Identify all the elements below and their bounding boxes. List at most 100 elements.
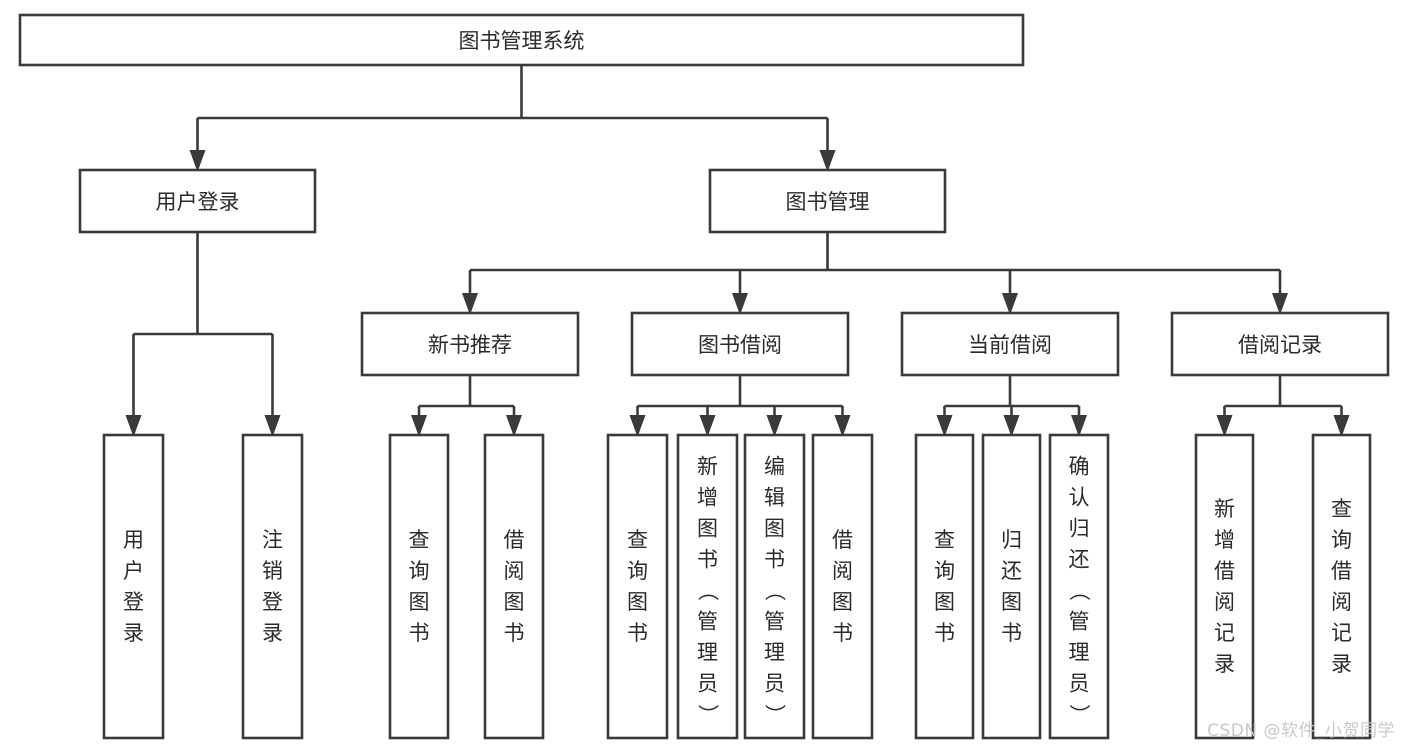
node-label-char: 借 (504, 528, 525, 552)
node-box[interactable] (743, 433, 806, 740)
node-label-char: 阅 (1331, 590, 1352, 614)
node-leaf-1[interactable]: 用户登录 (102, 433, 165, 740)
node-label-char: 用 (123, 528, 144, 552)
node-label-char: 管 (697, 610, 718, 634)
node-label-char: 归 (1001, 528, 1022, 552)
arrow-head-icon (1003, 415, 1020, 437)
node-label-char: 确 (1069, 455, 1090, 479)
node-label-char: ） (696, 704, 720, 725)
node-label-char: 询 (934, 559, 955, 583)
node-box[interactable] (606, 433, 669, 740)
node-box[interactable] (1194, 433, 1255, 740)
node-box[interactable] (708, 168, 947, 234)
node-box[interactable] (483, 433, 545, 740)
arrow-head-icon (1071, 415, 1087, 437)
node-label-char: 员 (1069, 672, 1090, 696)
node-box[interactable] (676, 433, 739, 740)
node-records[interactable]: 借阅记录 (1170, 311, 1390, 377)
arrow-head-icon (1333, 415, 1350, 437)
node-label-char: 查 (627, 528, 648, 552)
node-box[interactable] (78, 168, 317, 234)
node-label-char: 图 (409, 590, 430, 614)
node-label-char: 书 (764, 548, 785, 572)
node-label-char: 借 (1214, 559, 1235, 583)
node-label-char: 图 (504, 590, 525, 614)
node-box[interactable] (630, 311, 850, 377)
node-current[interactable]: 当前借阅 (900, 311, 1120, 377)
node-box[interactable] (1048, 433, 1110, 740)
node-box[interactable] (241, 433, 304, 740)
node-box[interactable] (1311, 433, 1372, 740)
node-label-char: 记 (1214, 621, 1235, 645)
node-label-char: 管 (1069, 610, 1090, 634)
node-borrow[interactable]: 图书借阅 (630, 311, 850, 377)
arrow-head-icon (125, 415, 142, 437)
arrow-head-icon (462, 293, 478, 315)
node-label-char: ） (1067, 704, 1091, 725)
node-box[interactable] (388, 433, 450, 740)
arrow-head-icon (411, 415, 427, 437)
arrow-head-icon (506, 415, 522, 437)
node-box[interactable] (1170, 311, 1390, 377)
node-label-char: 阅 (832, 559, 853, 583)
node-box[interactable] (102, 433, 165, 740)
node-box[interactable] (981, 433, 1042, 740)
node-label: 图书管理 (786, 190, 870, 214)
node-label-char: 辑 (764, 486, 785, 510)
node-label-char: （ (763, 580, 787, 601)
node-label-char: 还 (1069, 548, 1090, 572)
node-box[interactable] (18, 13, 1025, 67)
node-label-char: 录 (123, 621, 144, 645)
node-label-char: 图 (627, 590, 648, 614)
node-box[interactable] (900, 311, 1120, 377)
node-label: 图书借阅 (698, 333, 782, 357)
arrow-head-icon (264, 415, 281, 437)
node-label-char: 书 (1001, 621, 1022, 645)
arrow-head-icon (936, 415, 953, 437)
edge-group-newbook (411, 375, 522, 437)
node-label-char: 登 (262, 590, 283, 614)
node-label-char: 还 (1001, 559, 1022, 583)
arrow-head-icon (699, 415, 716, 437)
node-label-char: 归 (1069, 517, 1090, 541)
node-label: 当前借阅 (968, 333, 1052, 357)
edge-group-borrow (629, 375, 851, 437)
node-newbook[interactable]: 新书推荐 (360, 311, 580, 377)
edge-group-records (1216, 375, 1350, 437)
node-label-char: 录 (1331, 652, 1352, 676)
node-label-char: 书 (934, 621, 955, 645)
node-box[interactable] (360, 311, 580, 377)
node-root[interactable]: 图书管理系统 (18, 13, 1025, 67)
node-bookmgmt[interactable]: 图书管理 (708, 168, 947, 234)
node-label-char: 图 (1001, 590, 1022, 614)
node-box[interactable] (914, 433, 975, 740)
node-label: 新书推荐 (428, 333, 512, 357)
connector-edges-group (125, 65, 1350, 437)
csdn-watermark: CSDN @软件_小贺同学 (1207, 721, 1395, 741)
node-label-char: 登 (123, 590, 144, 614)
node-box[interactable] (811, 433, 874, 740)
node-login[interactable]: 用户登录 (78, 168, 317, 234)
nodes-group: 图书管理系统用户登录图书管理新书推荐图书借阅当前借阅借阅记录用户登录注销登录查询… (18, 13, 1390, 740)
node-label-char: 图 (832, 590, 853, 614)
